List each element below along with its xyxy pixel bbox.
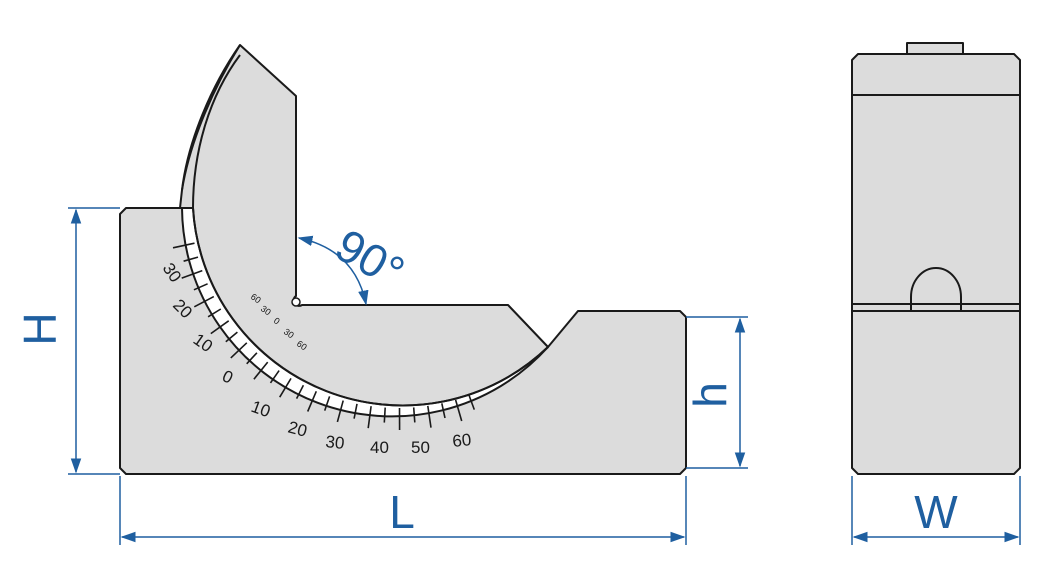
scale-tick — [230, 342, 248, 359]
scale-tick — [323, 396, 331, 411]
vernier-label: 60 — [295, 338, 309, 352]
scale-tick — [468, 395, 476, 410]
scale-tick — [383, 407, 386, 423]
sector-rail — [181, 44, 241, 191]
dimension-H: H — [14, 207, 120, 475]
vernier-label: 0 — [272, 315, 282, 326]
scale-tick — [441, 403, 446, 419]
scale-tick — [193, 283, 208, 291]
scale-label: 30 — [325, 432, 346, 453]
sector-inner-arc — [191, 54, 549, 407]
scale-tick — [246, 352, 258, 365]
scale-label: 50 — [411, 438, 430, 457]
dimension-h: h — [684, 316, 748, 469]
angle-label: 90° — [327, 219, 413, 299]
scale-tick — [181, 269, 203, 279]
dimension-L-label: L — [389, 486, 415, 538]
scale-tick — [207, 308, 222, 318]
scale-tick — [279, 377, 292, 398]
relief-notch — [291, 297, 301, 307]
scale-tick — [454, 399, 463, 422]
angle-arc — [297, 235, 369, 306]
dimension-W-label: W — [914, 486, 958, 538]
scale-label: 20 — [286, 418, 309, 441]
lower-section — [851, 310, 1021, 475]
scale-tick — [353, 403, 358, 419]
locking-knob — [910, 267, 962, 305]
scale-tick — [183, 256, 199, 262]
front-view: 30 20 10 0 10 20 30 40 50 60 60 30 0 30 … — [119, 44, 687, 475]
scale-tick — [269, 370, 280, 384]
main-scale-ticks — [172, 242, 476, 431]
scale-tick — [427, 405, 432, 428]
scale-tick — [367, 406, 372, 429]
vernier-label: 30 — [282, 326, 296, 340]
vernier-label: 60 — [249, 291, 263, 305]
scale-tick — [225, 331, 238, 343]
scale-label: 40 — [370, 438, 389, 457]
dimension-L: L — [119, 476, 687, 545]
dimension-W: W — [851, 476, 1021, 545]
scale-tick — [172, 242, 195, 249]
scale-tick — [336, 400, 344, 423]
scale-tick — [295, 384, 305, 399]
vernier-label: 30 — [259, 303, 273, 317]
dimension-H-label: H — [14, 312, 66, 345]
scale-tick — [210, 320, 230, 335]
scale-tick — [306, 390, 318, 412]
dimension-h-label: h — [684, 382, 736, 408]
side-view — [851, 42, 1021, 475]
scale-tick — [193, 295, 215, 308]
scale-label: 60 — [451, 430, 472, 451]
top-cap — [906, 42, 964, 55]
scale-tick — [412, 407, 416, 423]
scale-tick — [253, 361, 269, 380]
